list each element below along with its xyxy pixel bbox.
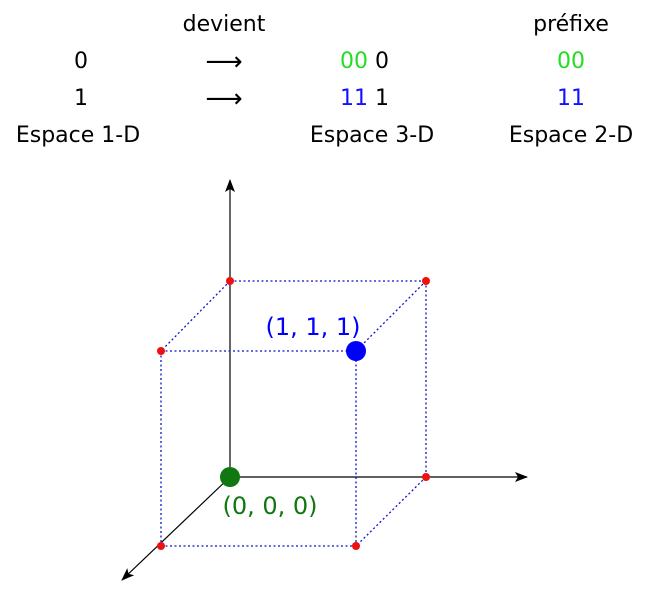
vertex-dot xyxy=(422,277,430,285)
vertex-dot xyxy=(422,473,430,481)
label-000: (0, 0, 0) xyxy=(222,492,317,520)
header-prefixe: préfixe xyxy=(533,12,609,37)
edge-top-right-diag xyxy=(355,280,427,352)
cube-edges xyxy=(160,280,427,547)
row0-output-prefix: 00 xyxy=(340,49,368,74)
vertex-dot xyxy=(352,542,360,550)
vertex-dot xyxy=(157,542,165,550)
row1-output: 11 1 xyxy=(340,88,389,110)
row1-arrow-icon: ⟶ xyxy=(205,84,243,114)
row0-output-suffix: 0 xyxy=(375,49,389,74)
row1-output-suffix: 1 xyxy=(375,86,389,111)
label-espace-3d: Espace 3-D xyxy=(309,123,435,148)
edge-bottom-right-diag xyxy=(355,476,427,547)
vertex-dot xyxy=(226,277,234,285)
row0-input: 0 xyxy=(74,49,88,74)
row0-prefix: 00 xyxy=(557,49,585,74)
point-000 xyxy=(220,467,240,487)
cube-vertices xyxy=(157,277,430,550)
row1-output-prefix: 11 xyxy=(340,86,368,111)
label-espace-2d: Espace 2-D xyxy=(508,123,634,148)
header-devient: devient xyxy=(182,12,266,37)
row1-input: 1 xyxy=(74,86,88,111)
y-axis xyxy=(121,476,231,581)
row0-arrow-icon: ⟶ xyxy=(205,47,243,77)
edge-top-left-diag xyxy=(160,280,231,352)
row0-output: 00 0 xyxy=(340,51,389,73)
vertex-dot xyxy=(157,347,165,355)
label-espace-1d: Espace 1-D xyxy=(15,123,141,148)
point-111 xyxy=(346,341,366,361)
row1-prefix: 11 xyxy=(557,86,585,111)
label-111: (1, 1, 1) xyxy=(265,313,360,341)
